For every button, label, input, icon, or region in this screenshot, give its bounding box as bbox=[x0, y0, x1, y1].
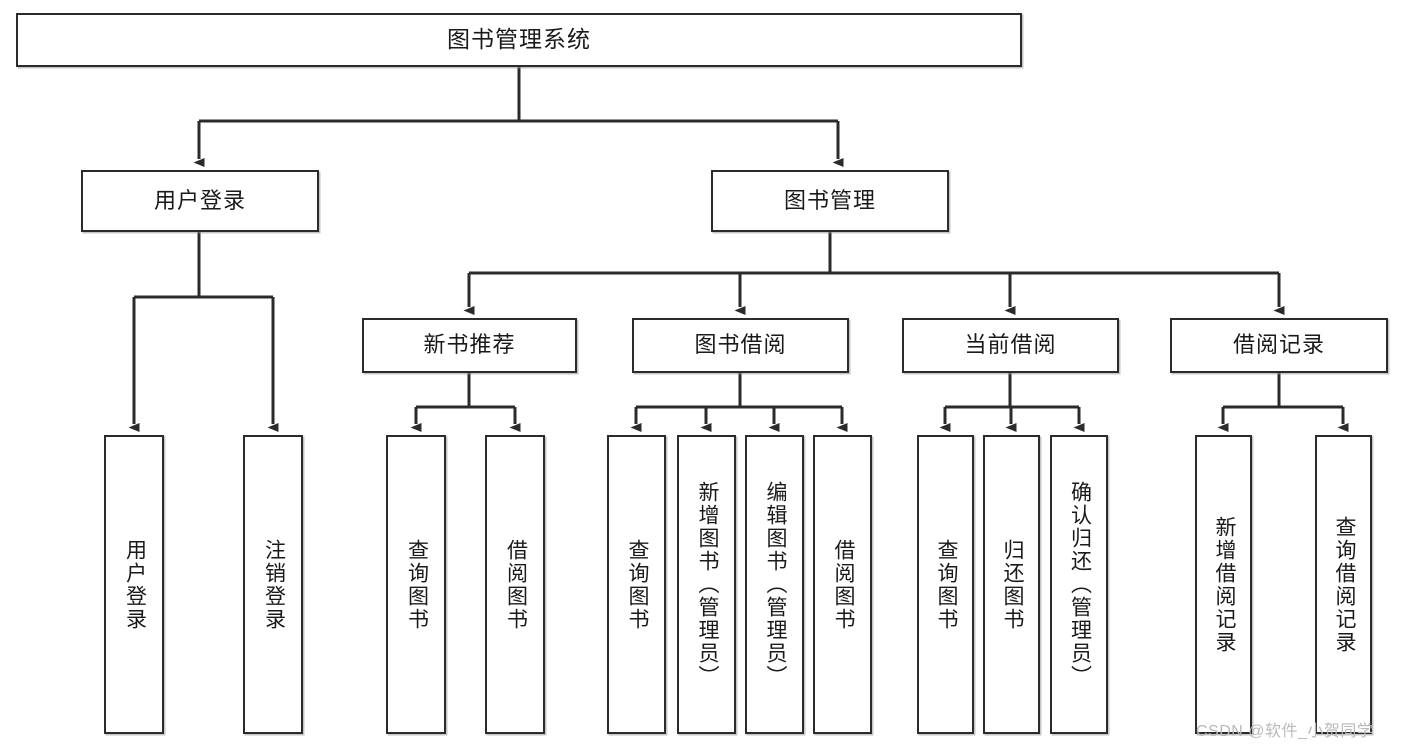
edge-group-new-book-rec bbox=[410, 373, 521, 432]
node-leaf-add-book[interactable]: 新增图书（管理员） bbox=[677, 435, 736, 734]
edge-group-user-login bbox=[128, 232, 279, 432]
node-leaf-query-borrow-record[interactable]: 查询借阅记录 bbox=[1315, 435, 1372, 734]
node-borrow-record[interactable]: 借阅记录 bbox=[1170, 318, 1388, 373]
node-leaf-query-book-recommend[interactable]: 查询图书 bbox=[386, 435, 446, 734]
node-leaf-confirm-return[interactable]: 确认归还（管理员） bbox=[1050, 435, 1108, 734]
edge-group-borrow-record bbox=[1217, 373, 1349, 432]
edge-group-book-borrow bbox=[630, 373, 848, 432]
edge-group-root bbox=[193, 67, 844, 167]
node-book-manage[interactable]: 图书管理 bbox=[711, 170, 949, 232]
node-leaf-borrow-book-recommend[interactable]: 借阅图书 bbox=[485, 435, 545, 734]
node-leaf-query-book-current[interactable]: 查询图书 bbox=[917, 435, 974, 734]
node-leaf-query-book-borrow[interactable]: 查询图书 bbox=[607, 435, 666, 734]
edge-group-current-borrow bbox=[939, 373, 1085, 432]
csdn-watermark: CSDN @软件_小贺同学 bbox=[1196, 723, 1374, 740]
node-root[interactable]: 图书管理系统 bbox=[16, 13, 1022, 67]
node-leaf-add-borrow-record[interactable]: 新增借阅记录 bbox=[1195, 435, 1252, 734]
node-leaf-edit-book[interactable]: 编辑图书（管理员） bbox=[745, 435, 804, 734]
node-leaf-borrow-book[interactable]: 借阅图书 bbox=[813, 435, 872, 734]
node-new-book-recommend[interactable]: 新书推荐 bbox=[362, 318, 577, 373]
node-leaf-return-book[interactable]: 归还图书 bbox=[983, 435, 1040, 734]
node-leaf-user-login[interactable]: 用户登录 bbox=[104, 435, 164, 734]
node-book-borrow[interactable]: 图书借阅 bbox=[632, 318, 849, 373]
node-leaf-logout[interactable]: 注销登录 bbox=[243, 435, 303, 734]
edge-group-book-manage bbox=[463, 232, 1285, 315]
node-user-login[interactable]: 用户登录 bbox=[81, 170, 319, 232]
node-current-borrow[interactable]: 当前借阅 bbox=[902, 318, 1119, 373]
